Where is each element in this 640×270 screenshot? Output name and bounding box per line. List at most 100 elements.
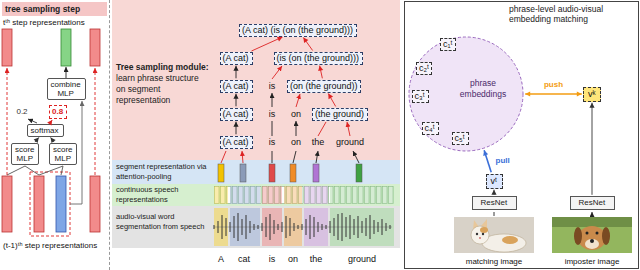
arrow-head — [277, 37, 283, 42]
node-text: (A cat) — [223, 137, 250, 148]
word: is — [269, 109, 276, 120]
connector — [51, 137, 54, 142]
speech-word: on — [288, 254, 298, 265]
node-text: segment representation via attention-poo… — [116, 162, 210, 181]
tree-module-band: Tree sampling module:learn phrase struct… — [112, 0, 400, 160]
arrow-head — [47, 120, 52, 126]
word: the — [312, 137, 325, 148]
node-text: c₃ᵗ — [415, 91, 426, 102]
node-text: (is (on (the ground))) — [277, 53, 360, 64]
waveform — [214, 213, 392, 241]
edge-label: pull — [495, 156, 511, 166]
node-text: score MLP — [15, 145, 35, 163]
node-text: learn phrase structure on segment repres… — [116, 73, 210, 106]
connector — [589, 103, 594, 195]
tree-arrows — [353, 151, 359, 163]
node-text: c₂ᵗ — [419, 63, 429, 74]
node-text: c₁ᵗ — [443, 39, 453, 50]
connector — [592, 103, 593, 195]
phrase-box: (A cat) — [220, 52, 253, 65]
word: is — [269, 137, 276, 148]
image-caption: imposter image — [565, 257, 620, 267]
tree-arrows — [272, 121, 296, 136]
node-text: ResNet — [481, 198, 508, 208]
connector — [233, 66, 238, 79]
node-text: (the ground) — [315, 109, 365, 120]
arrow-head — [525, 91, 530, 96]
phrase-box: (A cat) — [220, 108, 253, 121]
phrase-box: (the ground) — [312, 108, 368, 121]
tree-arrows — [272, 151, 318, 163]
representation-vectors — [2, 176, 12, 232]
speech-frames — [230, 186, 260, 204]
phrase-embedding: c₄ᵗ — [422, 122, 439, 135]
speech-band: continuous speech representations — [112, 184, 400, 206]
edge-label: push — [543, 80, 564, 90]
tree-arrows — [272, 66, 282, 79]
word-segments — [284, 208, 302, 246]
mlp-box: score MLP — [11, 143, 39, 165]
representation-vectors — [2, 29, 12, 66]
cat-photo — [471, 226, 489, 244]
node-text: continuous speech representations — [116, 185, 210, 204]
connector — [318, 66, 323, 79]
connector — [50, 120, 52, 123]
node-text: (A cat) — [223, 81, 250, 92]
cat-photo — [482, 233, 484, 235]
dog-photo — [552, 217, 632, 227]
node-text: vᵗ — [491, 176, 498, 187]
node-text: (on (the ground)) — [290, 81, 358, 92]
softmax-box: softmax — [27, 124, 64, 137]
dog-photo — [590, 239, 594, 243]
cat-photo — [476, 233, 478, 235]
arrow-head — [51, 137, 56, 143]
segment-bars — [290, 164, 296, 182]
circle-outline — [409, 37, 523, 151]
image-caption: matching image — [466, 257, 522, 267]
phrase-box: (A cat) — [220, 80, 253, 93]
word: is — [269, 81, 276, 92]
speech-frames — [262, 186, 282, 204]
node-text: tree sampling step — [2, 2, 107, 16]
node-text: ResNet — [579, 198, 606, 208]
node-text: Tree sampling module: — [116, 62, 210, 73]
edge-label: push — [543, 80, 564, 90]
word: on — [291, 109, 301, 120]
speech-frames — [214, 186, 394, 204]
cat-photo — [480, 227, 488, 233]
connector — [51, 137, 56, 143]
score-value: 0.2 — [16, 107, 27, 117]
image-embedding: vᵗ — [486, 174, 503, 189]
connector — [35, 137, 39, 142]
axis-note: tᵗʰ step representations — [3, 18, 85, 28]
cat-photo — [482, 234, 526, 252]
node-text: (A cat) (is (on (the ground))) — [242, 25, 354, 36]
node-text: combine MLP — [51, 80, 81, 98]
resnet-box: ResNet — [570, 196, 615, 210]
flow-lines — [28, 119, 37, 123]
phrase-embedding: c₁ᵗ — [440, 38, 456, 51]
arrow-head — [491, 190, 496, 195]
dog-photo — [552, 217, 632, 253]
phrase-embedding: c₂ᵗ — [416, 62, 432, 75]
dog-photo — [574, 227, 582, 245]
phrase-embedding: c₃ᵗ — [412, 90, 429, 103]
speech-word: A — [218, 254, 224, 265]
connector — [525, 93, 582, 95]
matching-panel: phrase-level audio-visual embedding matc… — [404, 1, 639, 269]
connector — [320, 66, 323, 79]
flow-lines — [7, 166, 39, 175]
score-value: 0.8 — [49, 105, 67, 119]
waveform — [214, 213, 390, 241]
arrow-head — [318, 66, 323, 71]
axis-note: tᵗʰ step representations — [3, 18, 85, 28]
mlp-box: score MLP — [49, 143, 77, 165]
dog-photo — [596, 232, 599, 235]
word-segments — [214, 208, 228, 246]
segment-bars — [356, 164, 362, 182]
speech-word: cat — [238, 254, 250, 265]
node-text: 0.8 — [52, 107, 64, 117]
audio-band: audio-visual word segmentation from spee… — [112, 206, 400, 248]
